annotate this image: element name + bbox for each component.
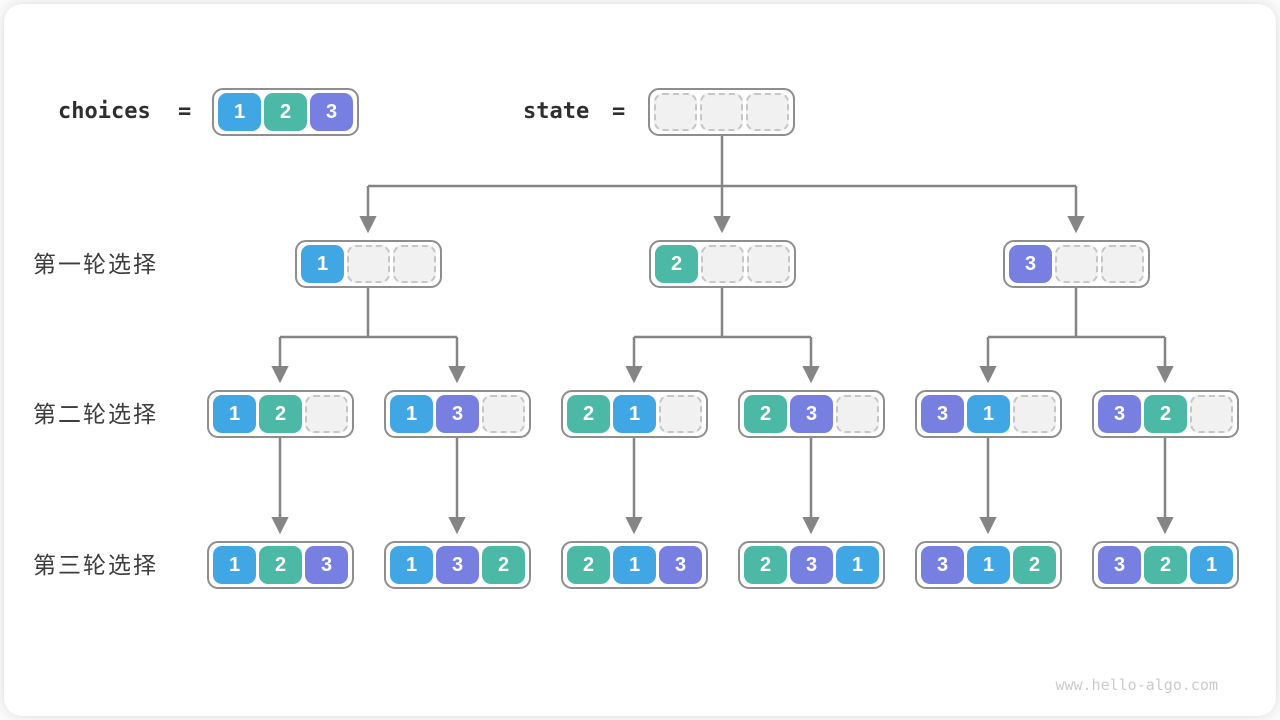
array-cell: 2: [1144, 546, 1187, 584]
array-cell: [393, 245, 436, 283]
round-3-label: 第三轮选择: [33, 552, 158, 578]
array-cell: [347, 245, 390, 283]
array-cell: 3: [1009, 245, 1052, 283]
array-cell: 3: [436, 395, 479, 433]
array-cell: [700, 93, 743, 131]
array-cell: 2: [1013, 546, 1056, 584]
round-2-label: 第二轮选择: [33, 401, 158, 427]
choices-array: 1 2 3: [212, 88, 359, 136]
permutation-node: 2 1 3: [561, 541, 708, 589]
array-cell: [1101, 245, 1144, 283]
array-cell: 3: [310, 93, 353, 131]
array-cell: 3: [921, 395, 964, 433]
array-cell: 1: [967, 546, 1010, 584]
array-cell: 2: [264, 93, 307, 131]
permutation-node: 1 2: [207, 390, 354, 438]
array-cell: 2: [567, 546, 610, 584]
permutation-node: 3 1 2: [915, 541, 1062, 589]
permutation-node: 3 1: [915, 390, 1062, 438]
permutation-node: 1 2 3: [207, 541, 354, 589]
array-cell: 1: [1190, 546, 1233, 584]
array-cell: [1013, 395, 1056, 433]
array-cell: 1: [213, 395, 256, 433]
round-1-label: 第一轮选择: [33, 251, 158, 277]
array-cell: 3: [790, 395, 833, 433]
array-cell: 1: [613, 546, 656, 584]
permutation-node: 2 1: [561, 390, 708, 438]
array-cell: 3: [1098, 395, 1141, 433]
array-cell: 1: [301, 245, 344, 283]
permutation-node: 2 3: [738, 390, 885, 438]
array-cell: [1190, 395, 1233, 433]
choices-label: choices: [58, 99, 151, 124]
array-cell: [701, 245, 744, 283]
array-cell: 2: [1144, 395, 1187, 433]
permutation-node: 3 2 1: [1092, 541, 1239, 589]
permutation-node: 1 3 2: [384, 541, 531, 589]
array-cell: 2: [744, 395, 787, 433]
array-cell: 3: [1098, 546, 1141, 584]
array-cell: 3: [921, 546, 964, 584]
array-cell: 1: [213, 546, 256, 584]
array-cell: 1: [390, 395, 433, 433]
choices-equals-sign: =: [178, 99, 192, 124]
array-cell: 2: [655, 245, 698, 283]
array-cell: 1: [218, 93, 261, 131]
permutation-node: 2 3 1: [738, 541, 885, 589]
state-equals-sign: =: [612, 99, 626, 124]
array-cell: 3: [305, 546, 348, 584]
array-cell: 1: [613, 395, 656, 433]
array-cell: 2: [482, 546, 525, 584]
array-cell: 3: [790, 546, 833, 584]
state-array: [648, 88, 795, 136]
array-cell: 1: [390, 546, 433, 584]
permutation-node: 2: [649, 240, 796, 288]
permutation-node: 1: [295, 240, 442, 288]
array-cell: 2: [259, 395, 302, 433]
array-cell: 3: [659, 546, 702, 584]
array-cell: 1: [836, 546, 879, 584]
permutation-node: 1 3: [384, 390, 531, 438]
array-cell: [654, 93, 697, 131]
array-cell: [482, 395, 525, 433]
array-cell: [659, 395, 702, 433]
state-label: state: [523, 99, 590, 124]
array-cell: 2: [567, 395, 610, 433]
watermark: www.hello-algo.com: [1055, 676, 1218, 694]
array-cell: 2: [259, 546, 302, 584]
permutation-node: 3: [1003, 240, 1150, 288]
array-cell: [836, 395, 879, 433]
array-cell: 3: [436, 546, 479, 584]
array-cell: 2: [744, 546, 787, 584]
array-cell: 1: [967, 395, 1010, 433]
array-cell: [746, 93, 789, 131]
array-cell: [1055, 245, 1098, 283]
permutation-node: 3 2: [1092, 390, 1239, 438]
array-cell: [747, 245, 790, 283]
array-cell: [305, 395, 348, 433]
